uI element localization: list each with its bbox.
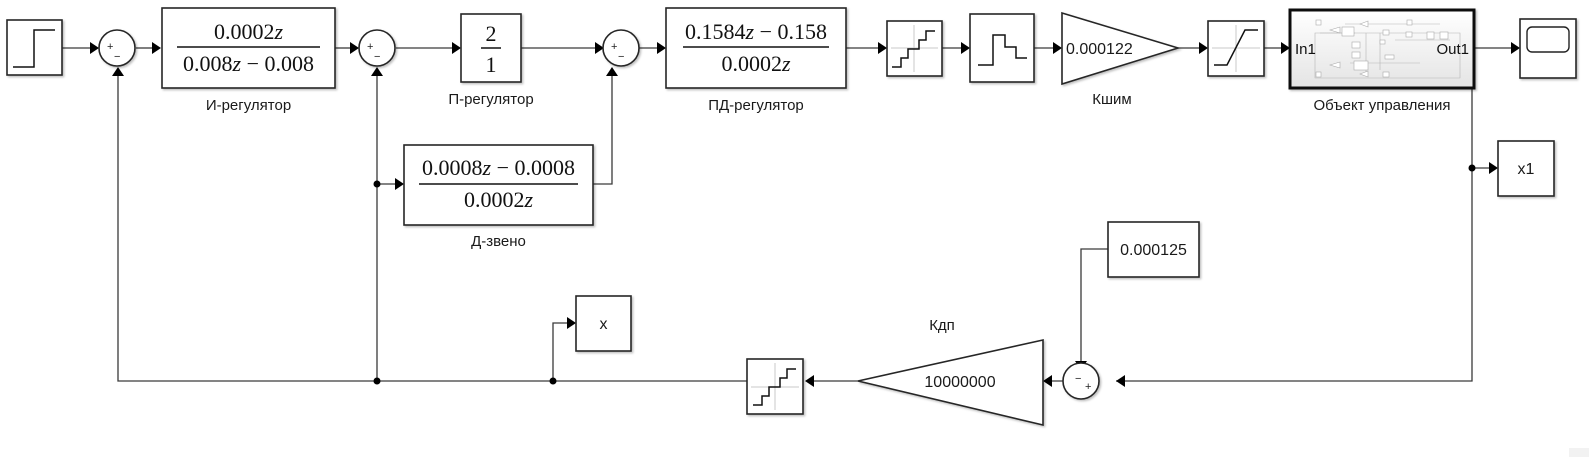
- d-link-block[interactable]: 0.0008z − 0.0008 0.0002z: [403, 144, 594, 226]
- gain-kdp-label: Кдп: [929, 317, 955, 334]
- gain-kshim-block[interactable]: 0.000122: [1061, 11, 1181, 86]
- sum-block-2[interactable]: + −: [358, 29, 396, 67]
- sum-sign-plus: +: [611, 41, 617, 53]
- saturation-icon: [1212, 25, 1260, 72]
- p-controller-numerator: 2: [486, 21, 497, 46]
- plant-out-port: Out1: [1436, 41, 1469, 58]
- step-icon: [13, 29, 55, 68]
- constant-offset-block[interactable]: 0.000125: [1107, 221, 1200, 278]
- sum-block-4[interactable]: − +: [1062, 362, 1100, 400]
- i-controller-numerator: 0.0002z: [214, 19, 284, 44]
- d-link-label: Д-звено: [471, 233, 526, 250]
- i-controller-label: И-регулятор: [206, 97, 291, 114]
- arrowheads: [90, 42, 1520, 387]
- plant-label: Объект управления: [1313, 97, 1450, 114]
- junction-dot: [549, 377, 557, 385]
- to-workspace-x-block[interactable]: x: [575, 295, 632, 352]
- sum-block-1[interactable]: + −: [98, 29, 136, 67]
- sum-sign-plus: +: [107, 41, 113, 53]
- sum-sign-plus: +: [367, 41, 373, 53]
- wire-feedback-to-x[interactable]: [552, 322, 567, 381]
- sum-sign-minus: −: [374, 51, 380, 63]
- pd-controller-numerator: 0.1584z − 0.158: [685, 19, 827, 44]
- sum-sign-minus: −: [1075, 373, 1081, 385]
- sum-block-3[interactable]: + −: [602, 29, 640, 67]
- plant-subsystem-block[interactable]: In1 Out1: [1288, 8, 1476, 90]
- i-controller-block[interactable]: 0.0002z 0.008z − 0.008: [161, 7, 336, 89]
- subsystem-preview-icon: [1314, 19, 1461, 79]
- wire-plant-branch-down[interactable]: [1116, 48, 1473, 382]
- wire-const-to-sum4[interactable]: [1080, 248, 1108, 362]
- pd-controller-denominator: 0.0002z: [721, 51, 791, 76]
- i-controller-denominator: 0.008z − 0.008: [183, 51, 314, 76]
- sum-sign-minus: −: [114, 51, 120, 63]
- gain-kshim-label: Кшим: [1092, 91, 1131, 108]
- scope-icon: [1526, 26, 1570, 53]
- p-controller-label: П-регулятор: [448, 91, 533, 108]
- quantizer-icon: [751, 363, 799, 410]
- p-controller-block[interactable]: 2 1: [460, 13, 522, 83]
- pd-controller-label: ПД-регулятор: [708, 97, 804, 114]
- junction-dot: [373, 180, 381, 188]
- constant-offset-value: 0.000125: [1120, 242, 1187, 259]
- p-controller-denominator: 1: [486, 52, 497, 77]
- junction-dot: [373, 377, 381, 385]
- quantizer-icon: [891, 25, 938, 72]
- wire-dlink-to-sum3[interactable]: [593, 75, 613, 185]
- wire-feedback-main[interactable]: [117, 75, 747, 382]
- d-link-numerator: 0.0008z − 0.0008: [422, 155, 575, 180]
- saturation-block[interactable]: [1207, 20, 1265, 77]
- to-workspace-x1-block[interactable]: x1: [1497, 140, 1555, 197]
- to-workspace-x1-value: x1: [1518, 161, 1535, 178]
- signal-lines: [62, 47, 1511, 382]
- to-workspace-x-value: x: [600, 316, 608, 333]
- zero-order-hold-block[interactable]: [969, 13, 1035, 83]
- sum-sign-minus: −: [618, 51, 624, 63]
- step-block[interactable]: [6, 19, 63, 76]
- sum-sign-plus: +: [1085, 381, 1091, 393]
- quantizer-block-2[interactable]: [746, 358, 804, 415]
- scope-block[interactable]: [1519, 18, 1577, 79]
- gain-kdp-block[interactable]: 10000000: [857, 339, 1044, 427]
- quantizer-block-1[interactable]: [886, 20, 943, 77]
- plant-in-port: In1: [1295, 41, 1316, 58]
- gain-kdp-value: 10000000: [924, 374, 995, 391]
- gain-kshim-value: 0.000122: [1066, 41, 1133, 58]
- d-link-denominator: 0.0002z: [464, 187, 534, 212]
- canvas-corner-widget: [1569, 448, 1589, 457]
- zero-order-hold-icon: [978, 34, 1027, 66]
- junction-dot: [1468, 164, 1476, 172]
- pd-controller-block[interactable]: 0.1584z − 0.158 0.0002z: [665, 7, 847, 89]
